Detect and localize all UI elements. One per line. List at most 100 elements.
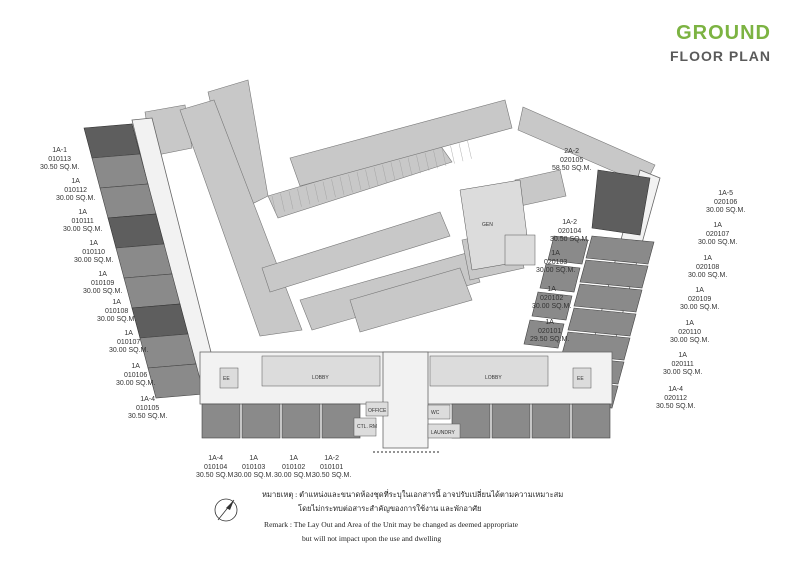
unit-type: 1A [545,319,554,326]
unit-type: 1A [98,271,107,278]
unit-type: 1A-2 [562,219,578,226]
unit-area: 30.50 SQ.M. [312,472,352,479]
parking-area [144,79,656,337]
unit-code: 020112 [664,394,688,402]
unit-area: 30.00 SQ.M. [56,195,96,202]
unit-code: 010107 [116,338,141,346]
unit-type: 1A [551,250,560,257]
office-room [365,401,389,417]
unit-010109 [115,243,173,279]
unit-area: 30.00 SQ.M. [670,337,710,344]
stair-core [504,234,536,266]
unit-code: 020106 [713,198,738,206]
unit-type: 1A [78,209,87,216]
lobby-left [261,355,381,387]
unit-type: 1A-4 [140,396,156,403]
unit-area: 30.00 SQ.M. [698,239,738,246]
unit-code: 020111 [671,360,694,368]
unit-020108 [573,283,643,313]
central-passage [382,351,429,449]
unit-type: 1A-4 [208,455,224,462]
bottom-unit-room [241,403,281,439]
unit-code: 020107 [705,230,730,238]
unit-code: 010106 [123,371,148,379]
unit-code: 010111 [71,217,94,225]
unit-010110 [107,213,165,249]
bottom-unit-room [281,403,321,439]
unit-010111 [99,183,157,219]
bottom-unit-room [571,403,611,439]
unit-code: 020104 [557,227,582,235]
unit-code: 010110 [82,248,106,256]
unit-area: 30.00 SQ.M. [688,272,728,279]
unit-code: 010104 [203,463,228,471]
unit-type: 2A-2 [564,148,580,155]
unit-type: 1A [703,255,712,262]
lobby-right-label: LOBBY [485,375,502,381]
unit-area: 30.00 SQ.M. [83,288,123,295]
unit-code: 020110 [678,328,702,336]
unit-area: 30.50 SQ.M. [656,403,696,410]
unit-type: 1A-1 [52,147,68,154]
parking-bay-block [261,211,451,293]
unit-area: 30.00 SQ.M. [234,472,274,479]
unit-code: 020103 [543,258,568,266]
unit-code: 010105 [135,404,160,412]
north-arrow-icon [214,498,238,522]
unit-type: 1A [685,320,694,327]
unit-area: 30.00 SQ.M. [663,369,703,376]
parking-bay-block [349,267,473,333]
unit-code: 020108 [695,263,720,271]
bottom-unit-room [491,403,531,439]
unit-area: 30.50 SQ.M. [128,413,168,420]
gen-label: GEN [482,222,493,228]
unit-area: 30.00 SQ.M. [680,304,720,311]
ee-right-label: EE [577,376,584,382]
unit-020104 [547,235,589,265]
unit-area: 30.00 SQ.M. [74,257,114,264]
unit-code: 020101 [537,327,562,335]
unit-type: 1A-2 [324,455,340,462]
unit-type: 1A [678,352,687,359]
remark-en-line2: but will not impact upon the use and dwe… [302,534,442,543]
unit-code: 010113 [48,155,72,163]
remark-en-line1: Remark : The Lay Out and Area of the Uni… [264,520,518,529]
unit-type: 1A [713,222,722,229]
unit-area: 30.00 SQ.M. [532,303,572,310]
unit-area: 58.50 SQ.M. [552,165,592,172]
lobby-left-label: LOBBY [312,375,329,381]
unit-code: 020105 [559,156,584,164]
unit-code: 010108 [104,307,129,315]
wc-label: WC [431,410,440,416]
unit-code: 020102 [539,294,564,302]
unit-020105 [591,169,651,236]
unit-type: 1A [131,363,140,370]
unit-type: 1A-5 [718,190,734,197]
unit-type: 1A [89,240,98,247]
unit-area: 30.50 SQ.M. [196,472,236,479]
unit-area: 30.00 SQ.M. [536,267,576,274]
unit-code: 010102 [281,463,306,471]
unit-010112 [91,153,149,189]
unit-020109 [567,307,637,337]
left-wing [83,117,219,399]
unit-code: 010112 [64,186,88,194]
